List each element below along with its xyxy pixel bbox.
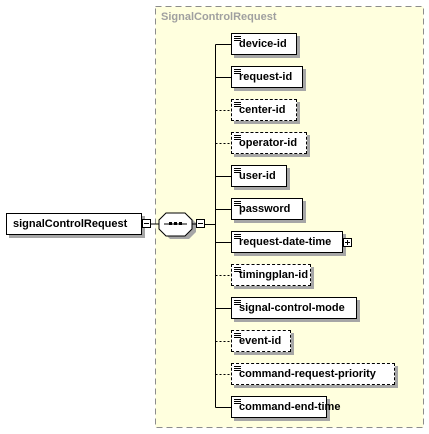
element-box-center-id[interactable]: center-id — [231, 99, 297, 121]
root-element-box[interactable]: signalControlRequest — [6, 213, 142, 235]
text-content-icon — [234, 135, 241, 140]
element-box-device-id[interactable]: device-id — [231, 33, 297, 55]
element-label: device-id — [239, 38, 287, 50]
element-label: signal-control-mode — [239, 302, 345, 314]
expand-button-request-date-time[interactable] — [343, 238, 352, 247]
root-collapse-button[interactable] — [142, 219, 151, 228]
text-content-icon — [234, 333, 241, 338]
element-box-request-date-time[interactable]: request-date-time — [231, 231, 343, 253]
root-element-label: signalControlRequest — [13, 218, 128, 230]
element-box-user-id[interactable]: user-id — [231, 165, 287, 187]
type-name: SignalControlRequest — [161, 11, 277, 23]
element-label: event-id — [239, 335, 282, 347]
element-label: command-request-priority — [239, 368, 376, 380]
text-content-icon — [234, 201, 241, 206]
text-content-icon — [234, 168, 241, 173]
element-box-timingplan-id[interactable]: timingplan-id — [231, 264, 311, 286]
text-content-icon — [234, 300, 241, 305]
element-label: request-id — [239, 71, 293, 83]
element-label: request-date-time — [239, 236, 332, 248]
element-box-operator-id[interactable]: operator-id — [231, 132, 307, 154]
text-content-icon — [234, 36, 241, 41]
element-label: timingplan-id — [239, 269, 309, 281]
sequence-icon-dot — [169, 222, 172, 225]
text-content-icon — [234, 102, 241, 107]
text-content-icon — [234, 234, 241, 239]
sequence-icon-dot — [179, 222, 182, 225]
element-box-signal-control-mode[interactable]: signal-control-mode — [231, 297, 357, 319]
element-box-request-id[interactable]: request-id — [231, 66, 303, 88]
element-box-event-id[interactable]: event-id — [231, 330, 291, 352]
sequence-icon-dot — [174, 222, 177, 225]
text-content-icon — [234, 399, 241, 404]
element-box-command-end-time[interactable]: command-end-time — [231, 396, 340, 418]
element-label: operator-id — [239, 137, 298, 149]
element-label: user-id — [239, 170, 276, 182]
text-content-icon — [234, 69, 241, 74]
element-box-command-request-priority[interactable]: command-request-priority — [231, 363, 395, 385]
element-box-password[interactable]: password — [231, 198, 303, 220]
element-label: center-id — [239, 104, 286, 116]
text-content-icon — [234, 366, 241, 371]
element-label: password — [239, 203, 291, 215]
element-label: command-end-time — [239, 401, 341, 413]
compositor-collapse-button[interactable] — [196, 219, 205, 228]
text-content-icon — [234, 267, 241, 272]
